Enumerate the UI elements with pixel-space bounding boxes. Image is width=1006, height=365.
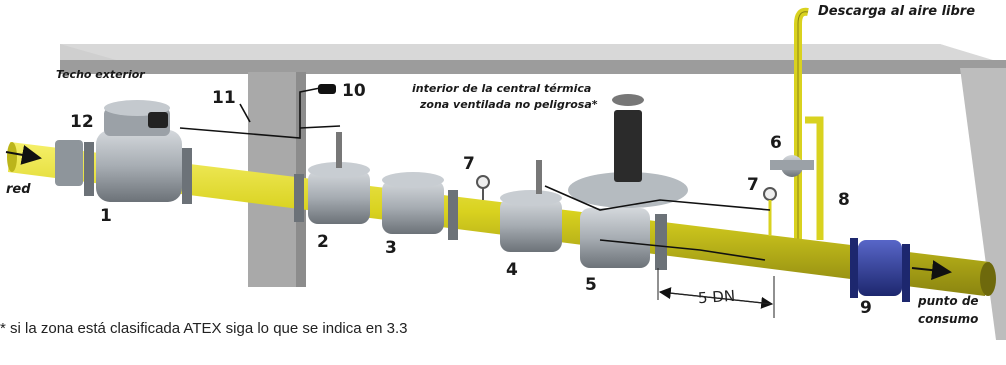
callout-12: 12 xyxy=(70,112,94,132)
label-punto: punto de xyxy=(918,294,979,308)
label-consumo: consumo xyxy=(918,312,979,326)
callout-9: 9 xyxy=(860,298,872,318)
footnote: * si la zona está clasificada ATEX siga … xyxy=(0,320,408,337)
callout-3: 3 xyxy=(385,238,397,258)
outlet-arrow xyxy=(911,260,952,281)
label-dimension: 5 DN xyxy=(697,286,736,308)
dimension-5dn xyxy=(657,268,775,318)
label-interior-1: interior de la central térmica xyxy=(412,82,592,95)
callout-4: 4 xyxy=(506,260,518,280)
label-techo: Techo exterior xyxy=(56,68,145,81)
callout-5: 5 xyxy=(585,275,597,295)
callout-8: 8 xyxy=(838,190,850,210)
component-6-relief-valve xyxy=(770,155,814,177)
callout-7a: 7 xyxy=(463,154,475,174)
component-9-flange xyxy=(850,238,910,302)
vent-pipe xyxy=(794,7,824,245)
component-3-filter xyxy=(382,172,458,240)
callout-10: 10 xyxy=(342,81,366,101)
inlet-arrow xyxy=(5,145,42,165)
label-red: red xyxy=(6,182,31,197)
callout-2: 2 xyxy=(317,232,329,252)
callout-11: 11 xyxy=(212,88,236,108)
label-interior-2: zona ventilada no peligrosa* xyxy=(420,98,598,111)
callout-1: 1 xyxy=(100,206,112,226)
component-5-regulator xyxy=(568,94,688,270)
control-wires xyxy=(179,87,771,261)
component-4-valve xyxy=(500,160,562,252)
label-descarga: Descarga al aire libre xyxy=(818,4,976,19)
pressure-gauges xyxy=(476,175,777,236)
component-2-filter xyxy=(294,132,370,224)
component-1-body xyxy=(55,100,192,204)
callout-7b: 7 xyxy=(747,175,759,195)
callout-6: 6 xyxy=(770,133,782,153)
component-10-sensor xyxy=(318,84,336,94)
